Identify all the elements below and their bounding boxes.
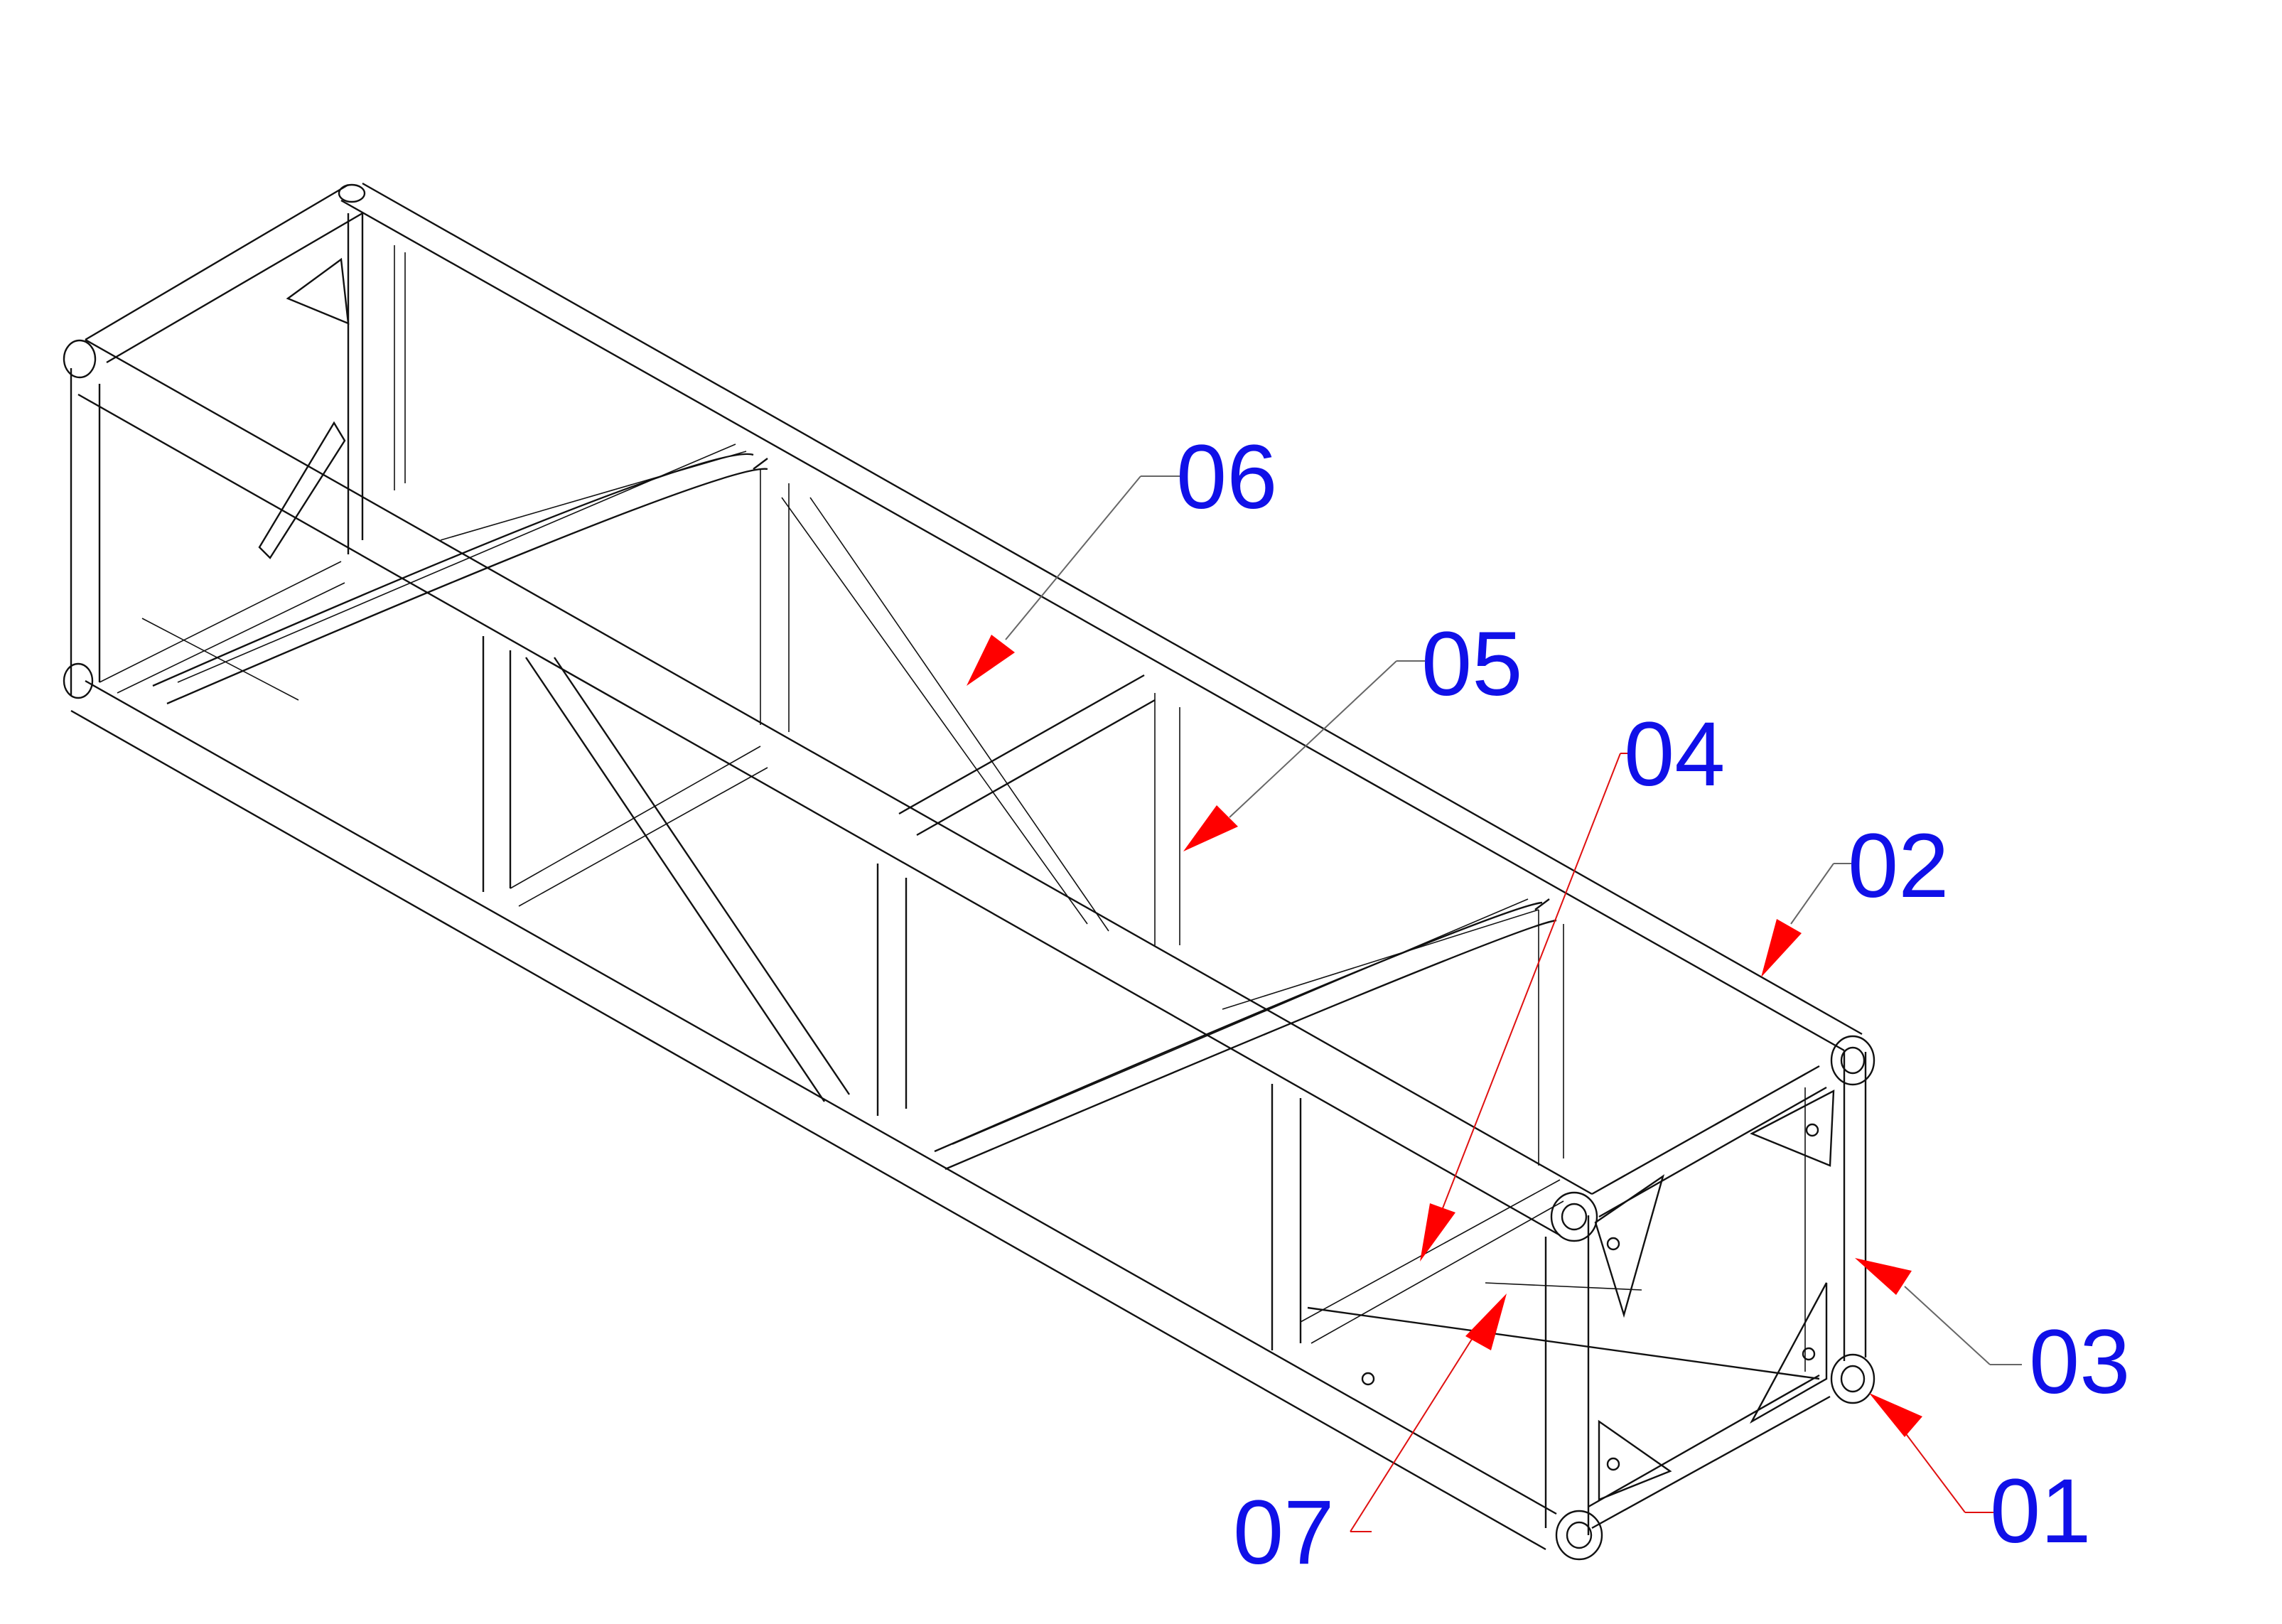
corner-cap-inner-2 bbox=[1561, 1203, 1588, 1231]
top-crossbars bbox=[753, 458, 1550, 910]
bottom-back-chord bbox=[141, 618, 1820, 1380]
callout-04-arrow bbox=[1420, 1203, 1455, 1262]
callout-label-04: 04 bbox=[1624, 704, 1725, 805]
callout-05-leader bbox=[1183, 660, 1425, 851]
callout-06-leader bbox=[967, 475, 1180, 686]
corner-cap-bottom-left-front bbox=[63, 662, 94, 699]
corner-cap-top-left-front bbox=[63, 339, 97, 379]
callout-leaders bbox=[967, 475, 2022, 1532]
gusset-plate-side bbox=[1749, 1282, 1828, 1424]
truss-frame bbox=[63, 182, 1875, 1561]
callout-02-leader bbox=[1761, 863, 1851, 977]
gusset-hole-3 bbox=[1802, 1347, 1816, 1361]
callout-04-leader bbox=[1420, 753, 1631, 1262]
corner-cap-top-left-back bbox=[338, 183, 366, 203]
bottom-struts bbox=[510, 746, 1564, 1344]
callout-03-arrow bbox=[1855, 1258, 1912, 1295]
callout-labels: 06 05 04 02 03 01 07 bbox=[1176, 426, 2130, 1583]
callout-01-leader bbox=[1869, 1393, 1993, 1513]
callout-07-arrow bbox=[1465, 1294, 1507, 1350]
callout-label-03: 03 bbox=[2029, 1311, 2130, 1413]
left-gusset-top bbox=[286, 257, 350, 325]
callout-07-leader bbox=[1350, 1294, 1507, 1532]
gusset-plate-top-right bbox=[1750, 1089, 1835, 1167]
corner-cap-inner-4 bbox=[1566, 1521, 1593, 1549]
callout-03-leader bbox=[1855, 1258, 2022, 1365]
corner-cap-top-right-back bbox=[1830, 1035, 1875, 1086]
left-gusset-side bbox=[258, 421, 346, 559]
right-corner-caps bbox=[1550, 1035, 1875, 1561]
top-front-chord bbox=[77, 338, 1593, 1237]
callout-label-02: 02 bbox=[1848, 815, 1949, 917]
corner-cap-inner-1 bbox=[1840, 1046, 1866, 1075]
back-verticals bbox=[760, 469, 1564, 1166]
corner-cap-bottom-right-back bbox=[1830, 1353, 1875, 1404]
callout-label-06: 06 bbox=[1176, 426, 1277, 528]
gusset-hole-4 bbox=[1606, 1457, 1620, 1471]
callout-05-arrow bbox=[1183, 805, 1238, 851]
callout-02-arrow bbox=[1761, 919, 1802, 977]
callout-label-07: 07 bbox=[1233, 1482, 1334, 1583]
front-verticals bbox=[482, 636, 1302, 1350]
front-diagonals bbox=[525, 497, 1109, 1102]
gusset-plate-bottom bbox=[1598, 1419, 1672, 1501]
left-end-frame bbox=[70, 183, 406, 695]
gusset-hole-1 bbox=[1606, 1237, 1620, 1251]
callout-01-arrow bbox=[1869, 1393, 1922, 1437]
top-diagonals bbox=[152, 443, 1557, 1171]
gusset-hole-2 bbox=[1805, 1123, 1819, 1137]
callout-label-01: 01 bbox=[1990, 1461, 2091, 1562]
corner-cap-inner-3 bbox=[1840, 1365, 1866, 1393]
callout-label-05: 05 bbox=[1421, 613, 1522, 715]
top-back-chord bbox=[340, 182, 1863, 1052]
right-end-frame bbox=[1544, 1050, 1867, 1535]
callout-06-arrow bbox=[967, 635, 1015, 686]
gusset-plate-top-front bbox=[1594, 1174, 1665, 1318]
corner-cap-top-right-front bbox=[1550, 1191, 1598, 1242]
gusset-hole-5 bbox=[1361, 1372, 1375, 1386]
corner-cap-bottom-right-front bbox=[1555, 1510, 1603, 1561]
